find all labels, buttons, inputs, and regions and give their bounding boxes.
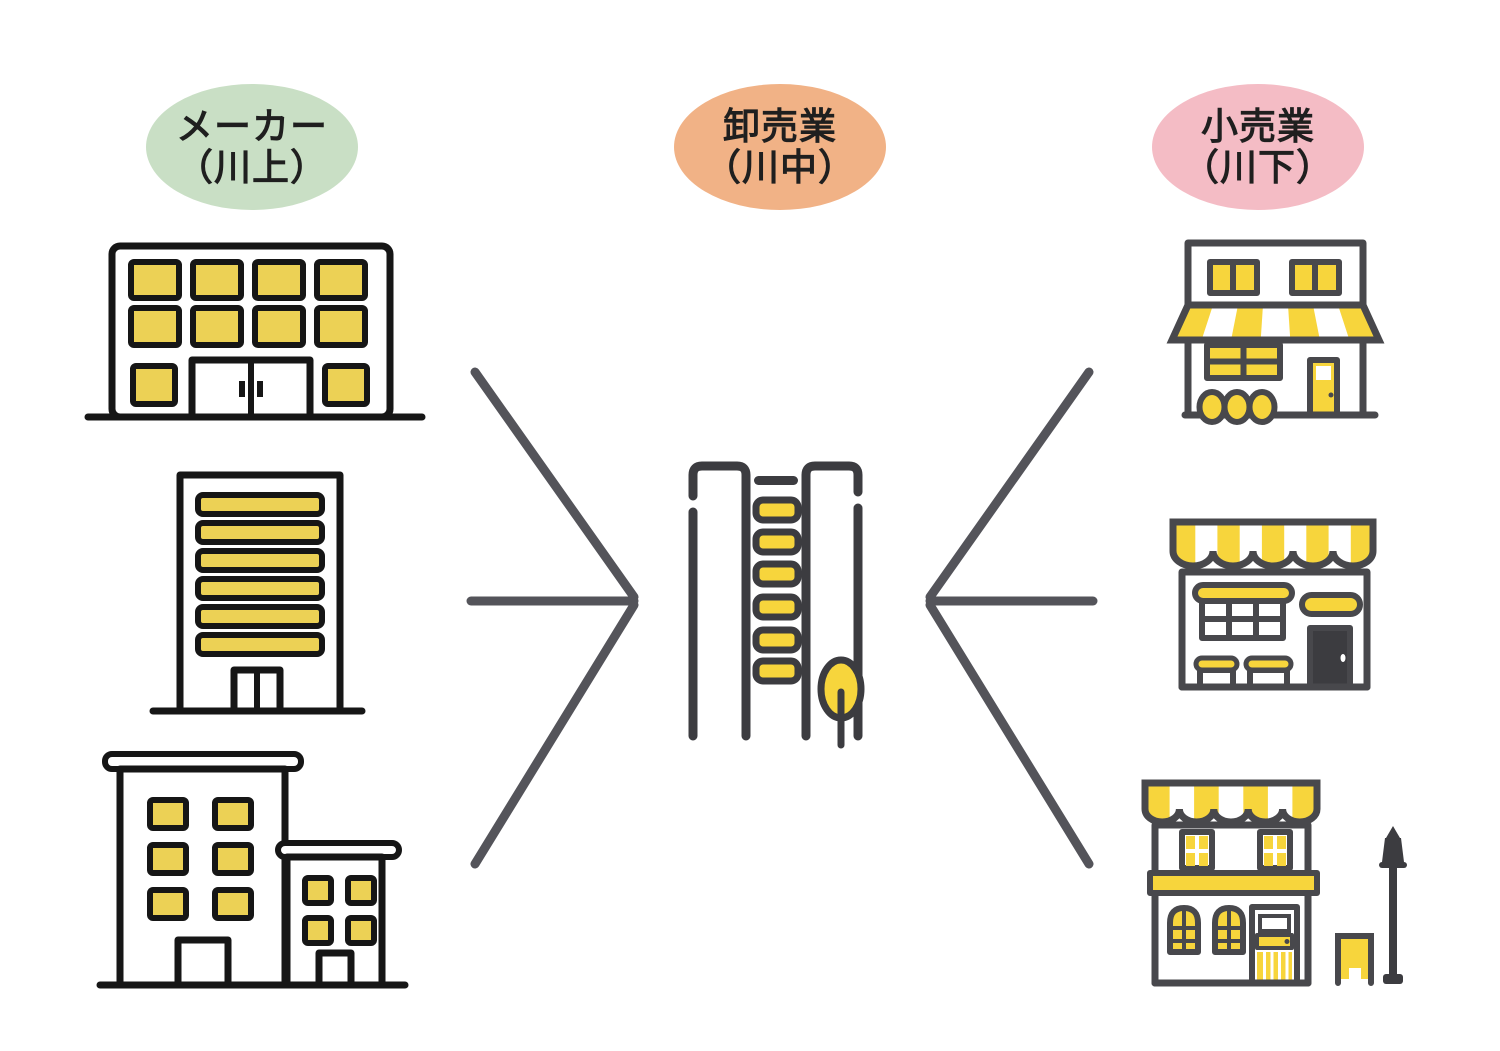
scalloped-awning [1169, 518, 1377, 570]
shop-window [1192, 582, 1295, 641]
right-door [315, 949, 355, 989]
label-oval-retail: 小売業 （川下） [1152, 84, 1364, 210]
sidewalk-sign [1335, 933, 1374, 986]
door [1299, 592, 1363, 690]
label-oval-maker: メーカー （川上） [146, 84, 358, 210]
door [1249, 904, 1300, 986]
scalloped-awning-shop-icon [1169, 518, 1377, 691]
center-windows [752, 496, 802, 685]
produce-sacks [1196, 389, 1278, 425]
wholesale-towers-tree-icon [688, 461, 865, 749]
upper-windows [1207, 259, 1342, 296]
label-wholesale-line2: （川中） [704, 147, 856, 188]
right-windows [302, 875, 377, 946]
double-door [230, 666, 284, 715]
twin-office-buildings-icon [96, 751, 409, 989]
left-windows [147, 797, 254, 921]
office-building-icon [84, 242, 426, 421]
label-retail-line2: （川下） [1182, 147, 1334, 188]
striped-awning-shop-icon [1166, 239, 1385, 425]
door [1307, 357, 1340, 418]
label-maker-line1: メーカー [176, 105, 328, 147]
arched-windows [1167, 905, 1246, 955]
right-converging-arrow-icon [925, 367, 1098, 869]
windows [128, 259, 370, 407]
sign-band [1147, 870, 1320, 896]
left-tower [688, 461, 751, 741]
left-door [174, 936, 232, 989]
window-bands [195, 492, 325, 657]
scalloped-awning [1141, 779, 1321, 826]
striped-awning [1166, 301, 1385, 344]
second-floor-windows [1179, 829, 1293, 871]
label-maker-line2: （川上） [176, 147, 328, 188]
label-wholesale-line1: 卸売業 [723, 105, 837, 147]
baskets [1193, 655, 1294, 690]
left-converging-arrow-icon [466, 367, 639, 869]
tower-building-icon [149, 471, 366, 715]
label-oval-wholesale: 卸売業 （川中） [674, 84, 886, 210]
double-door [188, 356, 314, 421]
label-retail-line1: 小売業 [1201, 105, 1315, 147]
display-window [1204, 342, 1283, 381]
tree-icon [817, 656, 865, 749]
street-lamp-icon [1379, 826, 1407, 984]
two-story-shop-street-lamp-icon [1141, 779, 1407, 987]
